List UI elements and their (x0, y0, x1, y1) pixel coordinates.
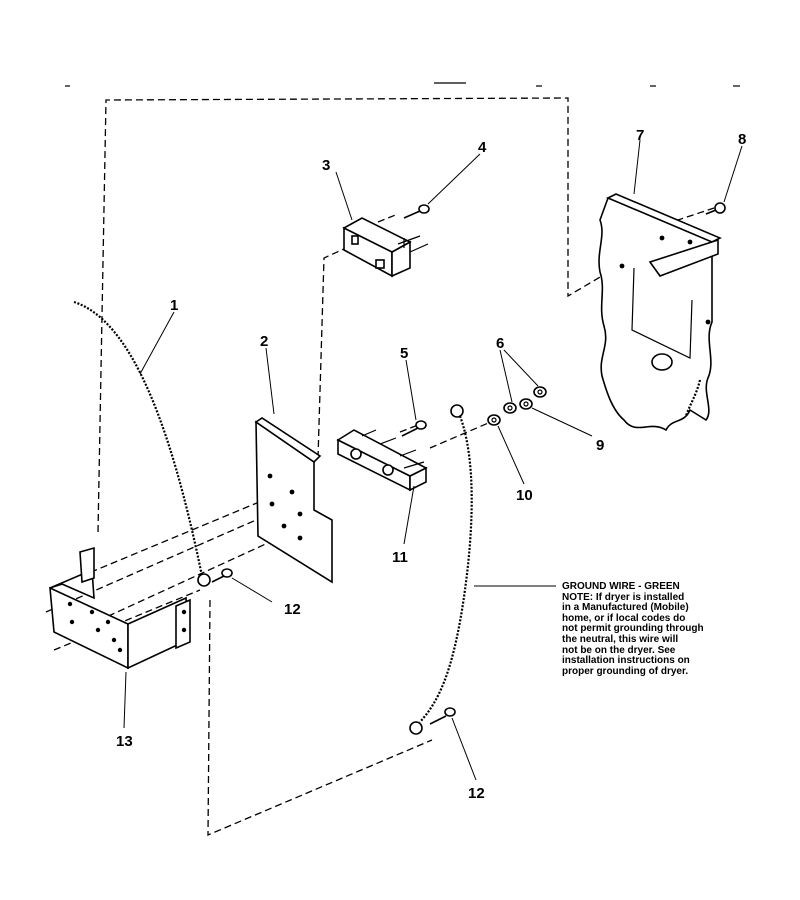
nut-6-upper (533, 386, 547, 398)
screw-12-lower-left (211, 568, 233, 583)
ground-wire-note: GROUND WIRE - GREEN NOTE: If dryer is in… (562, 581, 742, 677)
screw-4 (403, 204, 430, 219)
ground-wire-green (409, 404, 473, 735)
callout-4: 4 (478, 139, 487, 156)
terminal-block-3 (342, 217, 429, 278)
washer-10 (487, 414, 501, 426)
note-line: installation instructions on (562, 655, 690, 667)
callout-5: 5 (400, 345, 408, 362)
note-line: NOTE: If dryer is installed (562, 591, 685, 603)
callout-7: 7 (636, 127, 644, 144)
callout-9: 9 (596, 437, 604, 454)
leader-lines (123, 139, 743, 781)
note-line: in a Manufactured (Mobile) (562, 602, 689, 614)
terminal-block-11 (336, 429, 428, 492)
callout-13: 13 (116, 733, 133, 750)
note-line: proper grounding of dryer. (562, 665, 689, 677)
callout-12-left: 12 (284, 601, 301, 618)
callout-2: 2 (260, 333, 268, 350)
screw-8 (705, 202, 726, 215)
callout-labels: 1 2 3 4 5 6 7 8 9 10 11 12 12 13 (116, 127, 746, 802)
screw-5 (401, 420, 427, 437)
washer-9 (519, 398, 533, 410)
note-line: home, or if local codes do (562, 612, 686, 624)
callout-11: 11 (392, 549, 408, 566)
note-line: not permit grounding through (562, 623, 704, 635)
callout-10: 10 (516, 487, 533, 504)
scan-marks (65, 82, 740, 87)
screw-12-lower-right (429, 707, 456, 725)
callout-1: 1 (170, 297, 178, 314)
terminal-bracket-2 (254, 417, 333, 584)
note-line: the neutral, this wire will (562, 633, 679, 645)
note-line: not be on the dryer. See (562, 644, 676, 656)
nut-6-lower (503, 402, 517, 414)
note-line-title: GROUND WIRE - GREEN (562, 581, 680, 592)
callout-8: 8 (738, 131, 746, 148)
cabinet-panel-7 (598, 193, 722, 432)
callout-3: 3 (322, 157, 330, 174)
callout-12-bottom: 12 (468, 785, 485, 802)
ground-strap-1 (73, 300, 211, 587)
callout-6: 6 (496, 335, 504, 352)
mounting-bracket-13 (49, 546, 191, 670)
